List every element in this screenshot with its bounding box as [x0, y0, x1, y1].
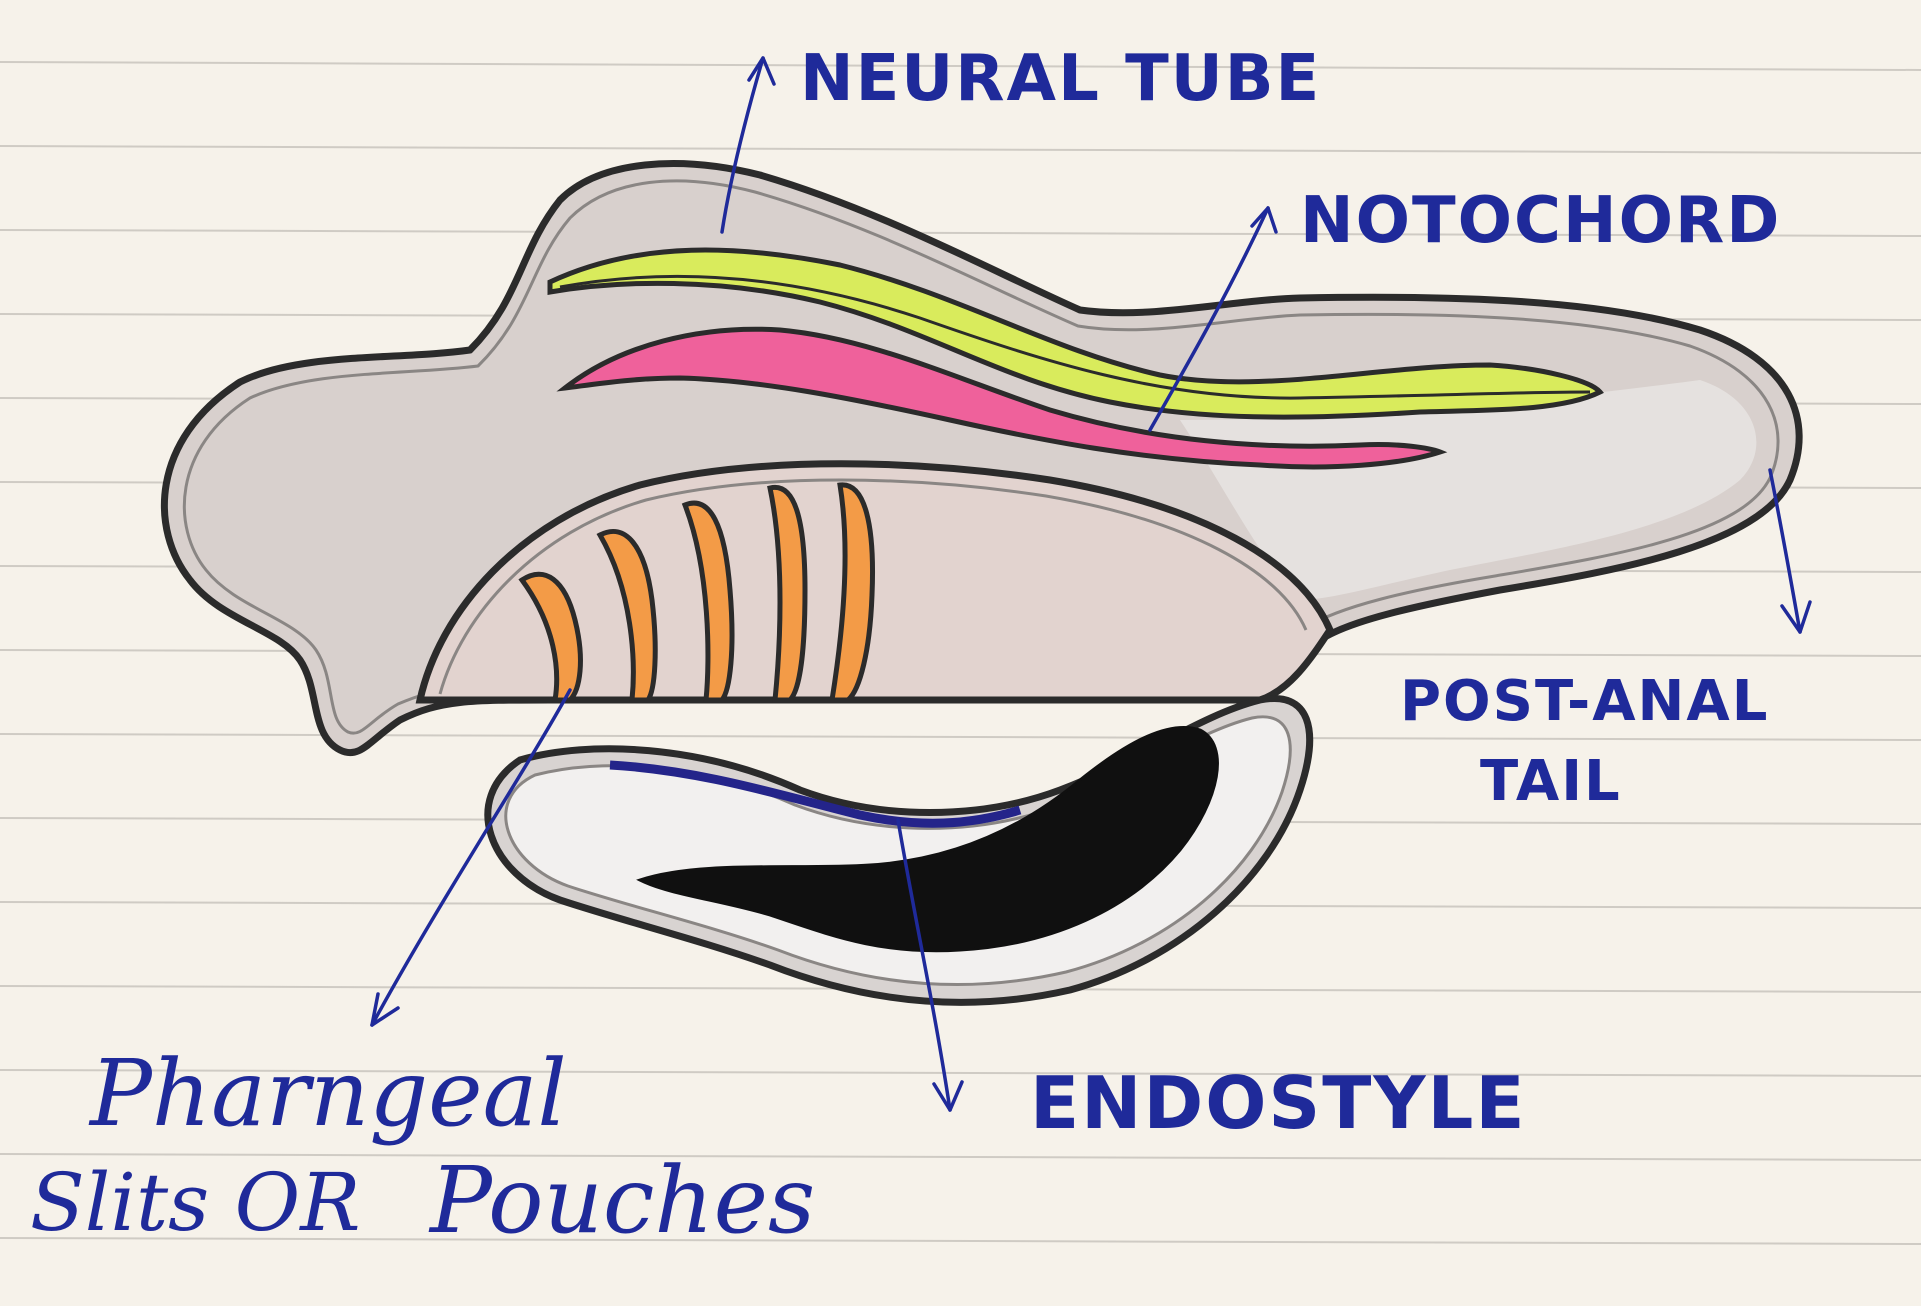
neural-tube-label: NEURAL TUBE — [800, 42, 1321, 116]
gill-slit-3 — [681, 500, 735, 703]
pharyngeal-slits — [518, 482, 875, 703]
annotation-arrows — [370, 56, 1812, 1112]
pharyngeal-label-line2-b: Pouches — [428, 1147, 815, 1254]
gill-slit-4 — [767, 484, 808, 703]
neural-tube-arrow — [720, 56, 765, 234]
endostyle — [636, 725, 1219, 953]
endostyle-blue-line — [609, 760, 1022, 828]
pharyngeal-label-line2-a: Slits OR — [30, 1156, 360, 1249]
gill-slit-5 — [829, 482, 875, 703]
post-anal-tail-label-line2: TAIL — [1480, 749, 1622, 814]
tail-region — [1180, 380, 1757, 600]
notochord-label: NOTOCHORD — [1300, 184, 1781, 258]
endostyle-arrowhead — [932, 1080, 964, 1112]
gill-slit-1 — [518, 571, 583, 703]
neural-tube-inner-line — [559, 274, 1591, 400]
post-anal-tail-arrow — [1768, 468, 1802, 634]
neural-tube — [547, 247, 1604, 420]
notochord — [556, 326, 1448, 470]
pharyngeal-arrowhead — [370, 992, 400, 1027]
notochord-arrow — [1148, 206, 1270, 432]
notochord-arrowhead — [1250, 206, 1278, 234]
neural-tube-arrowhead — [747, 56, 776, 86]
post-anal-tail-arrowhead — [1780, 600, 1812, 634]
pharynx-inner-outline — [438, 478, 1308, 695]
body-inner-outline — [182, 179, 1780, 735]
endostyle-label: ENDOSTYLE — [1030, 1061, 1527, 1145]
pharyngeal-arrow — [370, 688, 572, 1027]
post-anal-tail-label-line1: POST-ANAL — [1400, 669, 1769, 734]
endostyle-arrow — [896, 818, 952, 1112]
pharyngeal-label-line1: Pharngeal — [88, 1040, 567, 1147]
gill-slit-2 — [596, 528, 658, 703]
